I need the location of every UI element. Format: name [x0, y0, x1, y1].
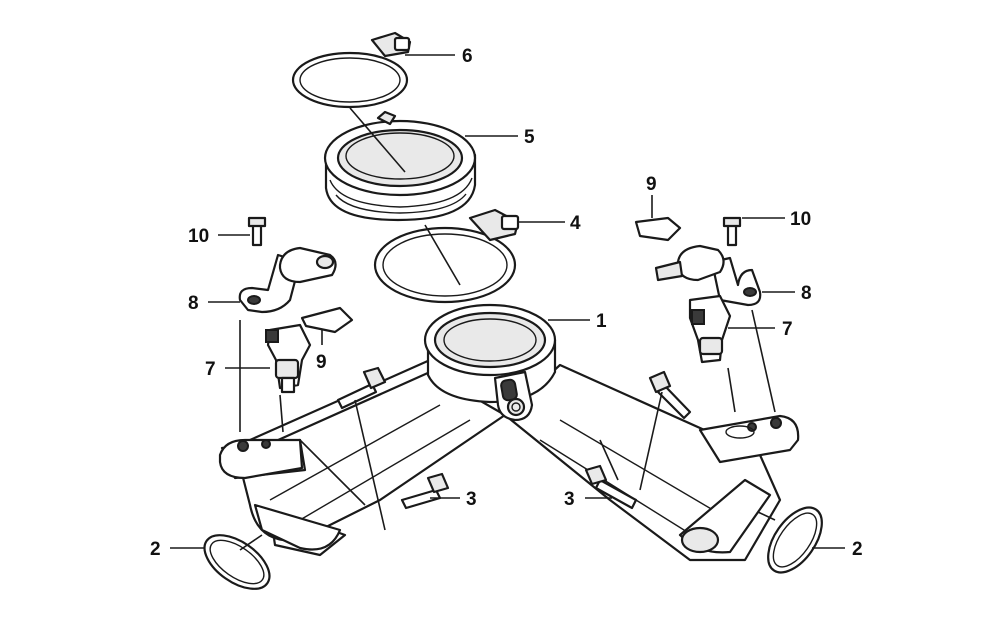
injector-left	[265, 323, 312, 394]
bracket-right	[710, 256, 762, 307]
callout-2-right: 2	[852, 539, 863, 560]
clip-left	[300, 306, 354, 334]
callout-8-right: 8	[801, 283, 812, 304]
callout-1: 1	[596, 311, 607, 332]
hose-clamp-lower	[373, 208, 520, 304]
callout-7-left: 7	[205, 359, 216, 380]
callout-6: 6	[462, 46, 473, 67]
callout-3-left: 3	[466, 489, 477, 510]
callout-9-right: 9	[646, 174, 657, 195]
bolt-lower-right	[584, 464, 638, 510]
screw-left	[247, 216, 267, 247]
injector-right	[688, 294, 732, 364]
intake-manifold	[218, 303, 800, 562]
o-ring-right	[767, 506, 823, 574]
screw-right	[722, 216, 742, 247]
rubber-boot	[323, 110, 477, 222]
callout-8-left: 8	[188, 293, 199, 314]
callout-9-left: 9	[316, 352, 327, 373]
callout-3-right: 3	[564, 489, 575, 510]
hose-clamp-top	[291, 31, 412, 109]
o-ring-left	[203, 534, 271, 590]
fuel-cap-left	[278, 246, 337, 284]
callout-7-right: 7	[782, 319, 793, 340]
callout-5: 5	[524, 127, 535, 148]
bolt-upper-left	[336, 366, 387, 410]
callout-10-right: 10	[790, 209, 811, 230]
callout-2-left: 2	[150, 539, 161, 560]
clip-right	[634, 216, 682, 242]
callout-10-left: 10	[188, 226, 209, 247]
bolt-lower-left	[400, 472, 450, 510]
bolt-upper-right	[648, 370, 692, 420]
callout-4: 4	[570, 213, 581, 234]
leader-lines	[170, 54, 845, 551]
fuel-cap-right	[654, 244, 725, 282]
